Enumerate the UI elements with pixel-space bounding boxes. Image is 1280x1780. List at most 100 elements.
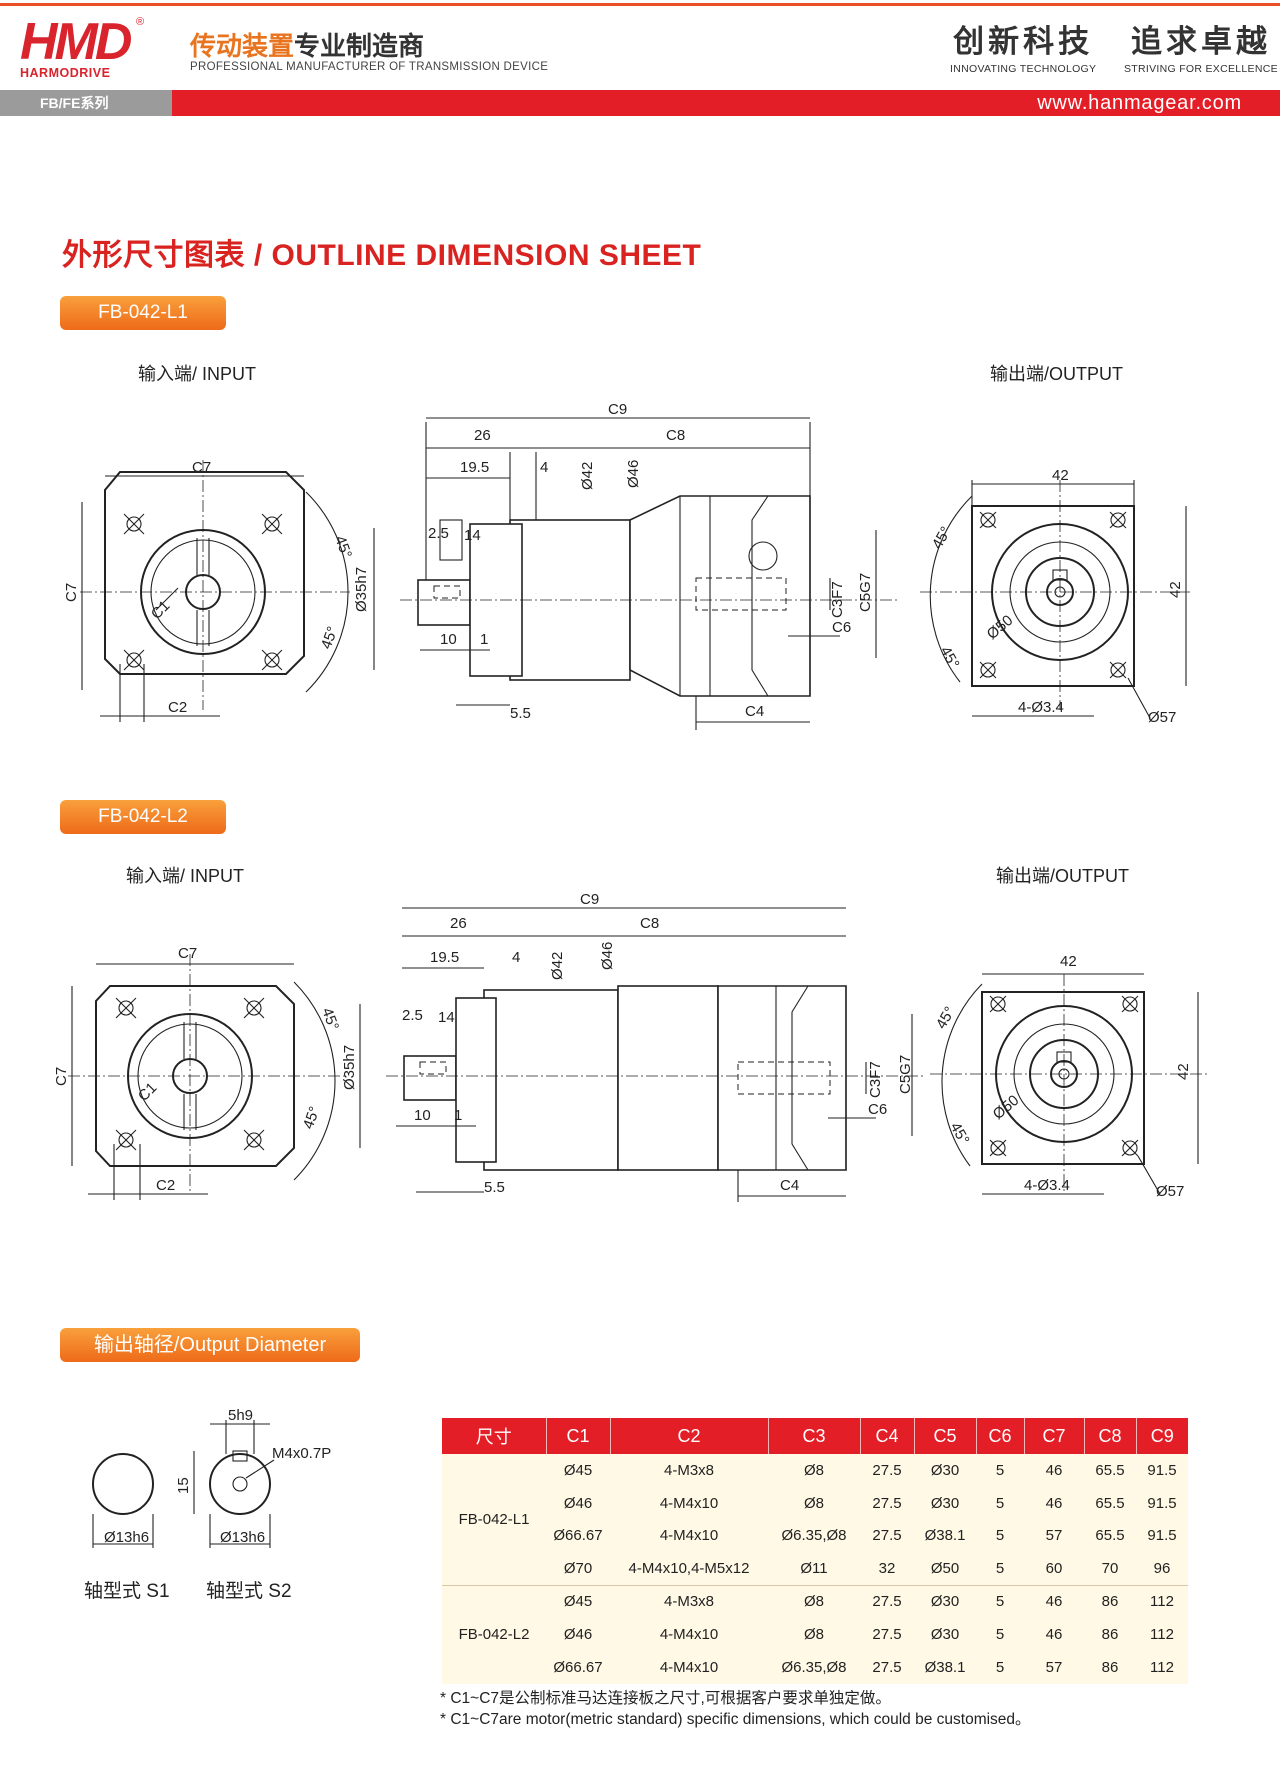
table-cell: 5 (976, 1454, 1024, 1487)
dim-holes: 4-Ø3.4 (1024, 1177, 1070, 1194)
dim-shaft-dia: Ø35h7 (353, 567, 370, 612)
dim-c7-left: C7 (53, 1067, 70, 1086)
table-cell: 112 (1136, 1584, 1188, 1618)
dim-46-dia: Ø46 (599, 942, 616, 970)
table-cell: 5 (976, 1519, 1024, 1553)
table-cell: Ø66.67 (546, 1650, 610, 1684)
input-flange-drawing: C7 C7 45° 45° C1 C2 (53, 945, 348, 1200)
table-cell: 27.5 (860, 1486, 914, 1520)
table-cell: 91.5 (1136, 1519, 1188, 1553)
table-cell: 4-M3x8 (610, 1454, 768, 1487)
dim-c7-top: C7 (178, 945, 197, 962)
s2-keyway (232, 1450, 248, 1462)
dim-angle-bottom: 45° (318, 624, 342, 651)
col-header: 尺寸 (442, 1418, 547, 1454)
table-cell: 32 (860, 1552, 914, 1586)
dim-4: 4 (512, 949, 520, 966)
body-section-1 (483, 989, 619, 1171)
input-shaft (417, 579, 471, 626)
col-header: C9 (1136, 1418, 1188, 1454)
table-cell: 5 (976, 1650, 1024, 1684)
table-cell: 65.5 (1084, 1486, 1136, 1520)
table-cell: 4-M4x10 (610, 1617, 768, 1651)
output-flange-outline (981, 991, 1145, 1165)
table-cell: 27.5 (860, 1454, 914, 1487)
table-cell: 46 (1024, 1454, 1084, 1487)
brand-cn-highlight: 传动装置 (190, 31, 295, 61)
dim-19-5: 19.5 (430, 949, 459, 966)
slogan-en: INNOVATING TECHNOLOGY (950, 63, 1097, 75)
input-shaft (403, 1055, 457, 1101)
table-cell: 65.5 (1084, 1519, 1136, 1553)
s2-thread: M4x0.7P (272, 1445, 331, 1462)
table-cell: 91.5 (1136, 1486, 1188, 1520)
table-header-row: 尺寸 C1 C2 C3 C4 C5 C6 C7 C8 C9 (442, 1418, 1188, 1454)
dim-42-top: 42 (1060, 953, 1077, 970)
table-cell: 46 (1024, 1584, 1084, 1618)
table-cell: Ø50 (914, 1552, 976, 1586)
note-cn: * C1~C7是公制标准马达连接板之尺寸,可根据客户要求单独定做。 (440, 1690, 891, 1707)
shaft-s1 (92, 1453, 154, 1515)
model-tag-l2: FB-042-L2 (60, 800, 226, 834)
dim-10: 10 (414, 1107, 431, 1124)
input-label: 输入端/ INPUT (138, 364, 257, 384)
dim-2-5: 2.5 (402, 1007, 423, 1024)
dim-26: 26 (474, 427, 491, 444)
dim-c8: C8 (666, 427, 685, 444)
output-flange-drawing: 42 42 45° 45° Ø50 4-Ø3.4 Ø57 (920, 467, 1190, 726)
dim-42-top: 42 (1052, 467, 1069, 484)
table-cell: 57 (1024, 1650, 1084, 1684)
s2-dia: Ø13h6 (220, 1529, 265, 1546)
dim-50-dia: Ø50 (990, 1092, 1023, 1123)
dim-1: 1 (480, 631, 488, 648)
col-header: C5 (914, 1418, 977, 1454)
shaft-s2 (209, 1453, 271, 1515)
logo-text: HMD (20, 13, 132, 71)
website-link[interactable]: www.hanmagear.com (1037, 92, 1242, 114)
dim-c5: C5G7 (857, 573, 874, 612)
table-cell: 4-M3x8 (610, 1584, 768, 1618)
table-cell: 27.5 (860, 1584, 914, 1618)
table-cell: Ø30 (914, 1454, 976, 1487)
input-label: 输入端/ INPUT (126, 866, 245, 886)
output-flange-drawing: 42 42 45° 45° Ø50 4-Ø3.4 Ø57 (930, 953, 1210, 1200)
table-cell: 4-M4x10,4-M5x12 (610, 1552, 768, 1586)
table-cell: Ø8 (768, 1454, 860, 1487)
col-header: C2 (610, 1418, 769, 1454)
table-cell: Ø38.1 (914, 1650, 976, 1684)
s2-key-width: 5h9 (228, 1407, 253, 1424)
body-section-2 (617, 985, 719, 1171)
shaft-s2-label: 轴型式 S2 (206, 1581, 292, 1602)
dim-c9: C9 (580, 891, 599, 908)
table-cell: 5 (976, 1552, 1024, 1586)
table-cell: 27.5 (860, 1617, 914, 1651)
dim-angle-top: 45° (933, 1004, 959, 1032)
dim-angle-bottom: 45° (300, 1104, 324, 1131)
table-cell: 91.5 (1136, 1454, 1188, 1487)
dim-46-dia: Ø46 (625, 460, 642, 488)
output-flange (791, 985, 847, 1171)
output-diameter-tag: 输出轴径/Output Diameter (60, 1328, 360, 1362)
table-cell: Ø70 (546, 1552, 610, 1586)
table-cell: 4-M4x10 (610, 1650, 768, 1684)
dim-5-5: 5.5 (510, 705, 531, 722)
dim-shaft-dia: Ø35h7 (341, 1045, 358, 1090)
table-cell: 46 (1024, 1617, 1084, 1651)
dim-10: 10 (440, 631, 457, 648)
table-cell: 4-M4x10 (610, 1486, 768, 1520)
output-flange-outline (971, 505, 1135, 687)
inspection-port (748, 541, 778, 571)
dim-42-dia: Ø42 (579, 462, 596, 490)
table-cell: Ø11 (768, 1552, 860, 1586)
flange-outline (95, 985, 295, 1167)
dim-angle-bottom: 45° (947, 1120, 973, 1148)
dim-c3: C3F7 (829, 581, 846, 618)
dim-57-dia: Ø57 (1148, 709, 1176, 726)
table-cell: 5 (976, 1584, 1024, 1618)
table-cell: 112 (1136, 1650, 1188, 1684)
